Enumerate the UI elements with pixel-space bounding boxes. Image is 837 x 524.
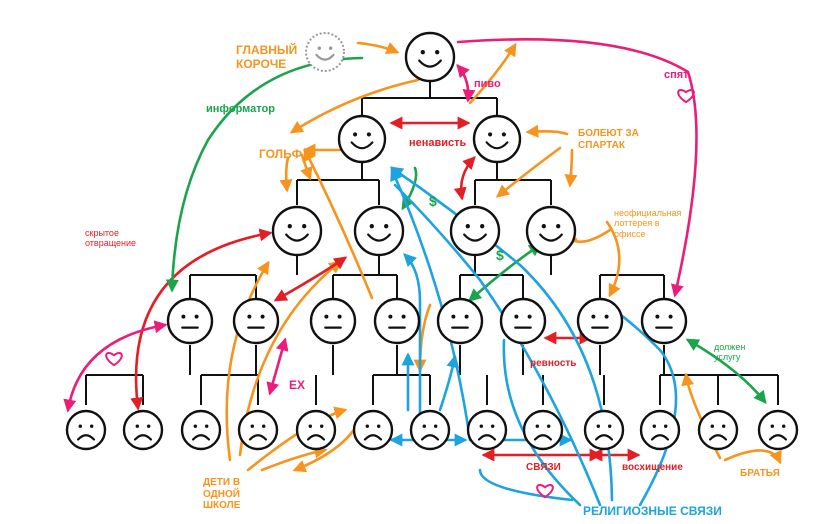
heart-icon	[536, 483, 554, 499]
sad-face-icon	[522, 409, 564, 451]
hierarchy-lines	[85, 82, 779, 405]
sad-face-icon	[697, 409, 739, 451]
happy-face-icon	[449, 205, 501, 257]
heart-icon	[677, 88, 695, 104]
sad-face-icon	[639, 409, 681, 451]
beer-label: пиво	[474, 78, 501, 90]
spartak-arrow-2	[495, 146, 562, 198]
faces	[65, 31, 799, 499]
neutral-face-icon	[576, 297, 624, 345]
happy-face-icon	[305, 32, 345, 72]
brothers-arrow-2	[723, 449, 782, 465]
happy-face-icon	[337, 114, 387, 164]
sad-face-icon	[180, 409, 222, 451]
neutral-face-icon	[499, 297, 547, 345]
religious-label: РЕЛИГИОЗНЫЕ СВЯЗИ	[583, 504, 722, 518]
brothers-label: БРАТЬЯ	[740, 468, 780, 479]
connections-label: СВЯЗИ	[526, 462, 561, 473]
sad-face-icon	[757, 409, 799, 451]
neutral-face-icon	[166, 297, 214, 345]
dollar-label-1: $	[429, 193, 437, 209]
spartak-label: БОЛЕЮТ ЗА СПАРТАК	[578, 128, 639, 151]
lottery-label: неофициальная лоттерея в офиссе	[614, 208, 682, 239]
hatred-label: ненависть	[409, 137, 467, 149]
neutral-face-icon	[373, 297, 421, 345]
golf-arrow-long	[303, 147, 374, 300]
ex-label: EX	[289, 378, 306, 392]
sad-face-icon	[409, 409, 451, 451]
same-school-label: ДЕТИ В ОДНОЙ ШКОЛЕ	[203, 477, 241, 511]
sad-face-icon	[237, 409, 279, 451]
blue-up-arrow-3	[438, 354, 460, 412]
spartak-red-arrow	[453, 156, 476, 201]
golf-label: ГОЛЬФ	[259, 147, 302, 161]
blue-long-arrow-1	[390, 167, 472, 442]
beer-arrow	[456, 64, 476, 103]
religious-arrow-5	[478, 468, 574, 502]
jealousy-label: ревность	[530, 358, 577, 369]
happy-face-icon	[472, 114, 522, 164]
sad-face-icon	[352, 409, 394, 451]
informer-arrow	[165, 56, 364, 293]
sad-face-icon	[65, 409, 107, 451]
golf-arrow-up	[300, 153, 313, 181]
dollar-label-2: $	[496, 247, 504, 263]
heart-icon	[105, 351, 123, 367]
neutral-face-icon	[232, 297, 280, 345]
happy-face-icon	[353, 205, 405, 257]
happy-face-icon	[271, 205, 323, 257]
blue-up-arrow-1	[403, 253, 422, 417]
golf-arrow-from-boss	[289, 78, 420, 134]
ex-arrow	[266, 337, 289, 396]
school-arrow-4	[260, 445, 328, 472]
religious-arrow-2	[393, 183, 602, 507]
neutral-face-icon	[309, 297, 357, 345]
spartak-arrow-3	[564, 148, 578, 188]
sleep-arrow	[456, 38, 698, 298]
sad-face-icon	[466, 409, 508, 451]
sad-face-icon	[583, 409, 625, 451]
sleep-label: спят	[664, 69, 689, 81]
red-arrow-mid	[273, 256, 348, 302]
admiration-label: восхищение	[622, 462, 683, 473]
sad-face-icon	[295, 409, 337, 451]
neutral-face-icon	[436, 297, 484, 345]
boss-label: ГЛАВНЫЙ КОРОЧЕ	[236, 43, 298, 71]
spartak-arrow-1	[525, 124, 569, 138]
boss-arrow	[356, 41, 400, 55]
golf-arrow-down	[279, 156, 293, 193]
happy-face-icon	[525, 205, 577, 257]
happy-face-icon	[404, 31, 456, 83]
love-arrow-left	[63, 320, 168, 413]
lottery-arrow-1	[605, 220, 621, 298]
hidden-disgust-label: скрытое отвращение	[85, 228, 137, 249]
informer-label: информатор	[206, 103, 275, 115]
religious-arrow-4	[502, 338, 582, 507]
orange-vertical-arrow	[413, 303, 432, 373]
owes-favor-arrow	[685, 338, 767, 405]
neutral-face-icon	[640, 297, 688, 345]
boss-beer-arrow	[468, 42, 517, 105]
owes-favor-label: должен услугу	[714, 342, 746, 363]
sad-face-icon	[122, 409, 164, 451]
